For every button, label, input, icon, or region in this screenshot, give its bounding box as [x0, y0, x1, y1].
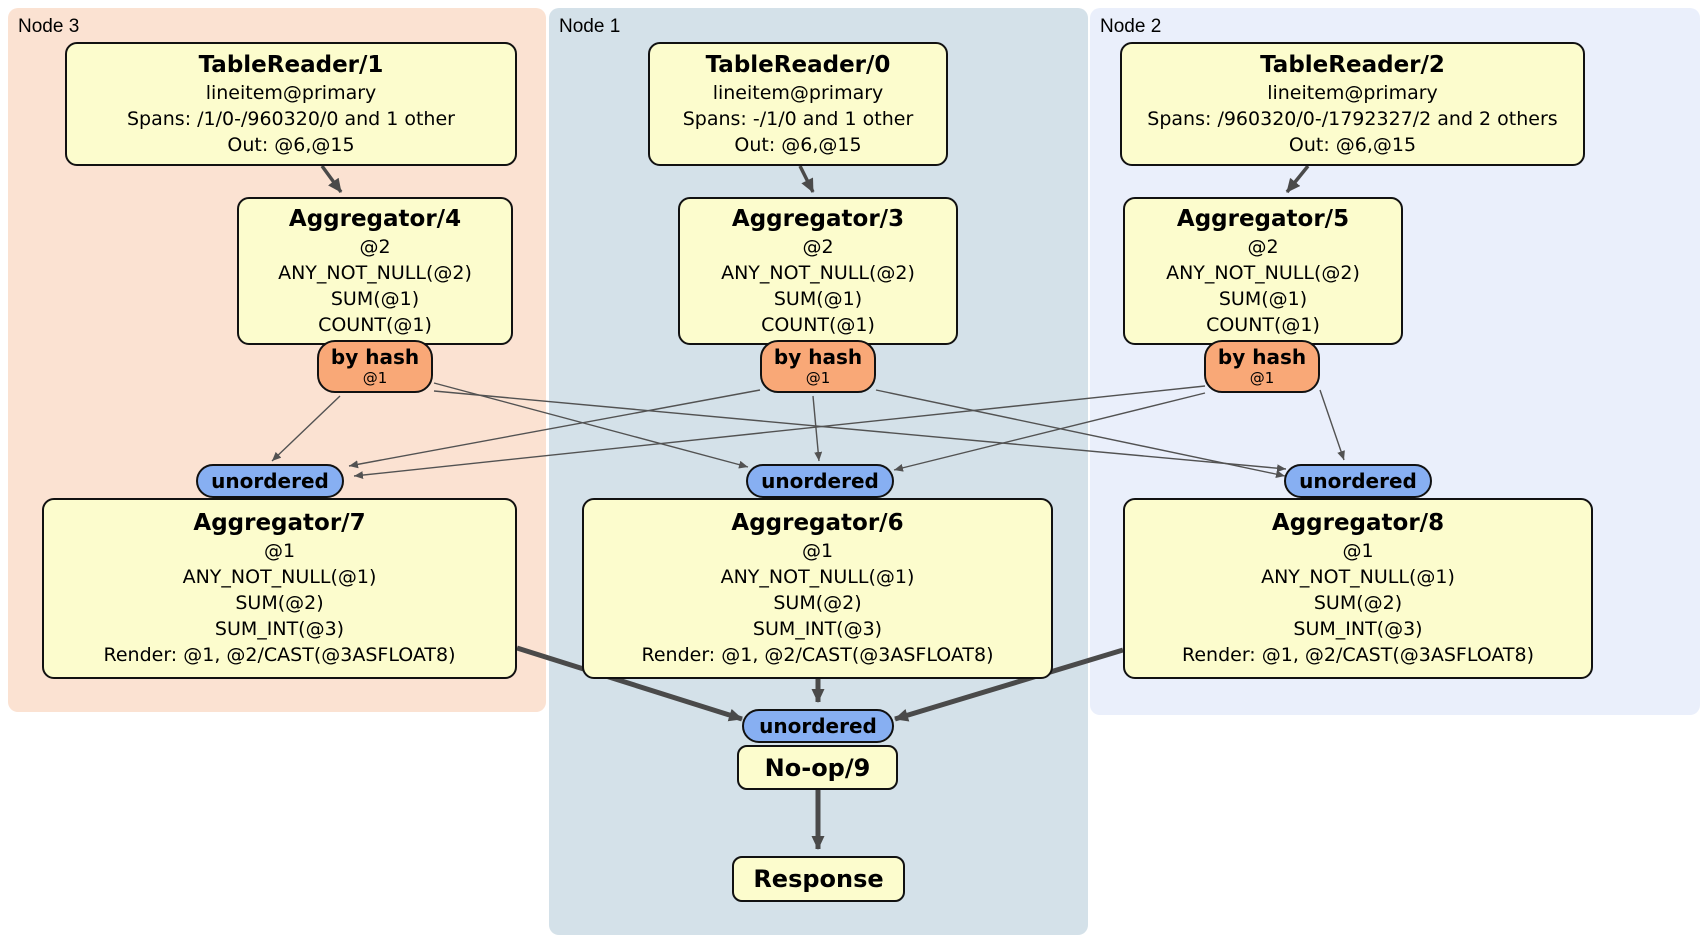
router-key: @1: [805, 369, 831, 387]
processor-title: TableReader/2: [1260, 51, 1445, 78]
processor-tablereader-0: TableReader/0 lineitem@primary Spans: -/…: [648, 42, 948, 166]
processor-title: Response: [753, 865, 884, 893]
processor-line: ANY_NOT_NULL(@2): [1166, 261, 1360, 284]
processor-line: COUNT(@1): [1206, 313, 1320, 336]
processor-render-line: Render: @1, @2/CAST(@3ASFLOAT8): [641, 644, 994, 666]
processor-aggregator-7: Aggregator/7 @1 ANY_NOT_NULL(@1) SUM(@2)…: [42, 498, 517, 679]
processor-line: SUM(@1): [773, 287, 863, 310]
router-label: by hash: [1217, 345, 1307, 369]
region-node3-label: Node 3: [18, 16, 80, 37]
processor-line: COUNT(@1): [761, 313, 875, 336]
processor-table: lineitem@primary: [1267, 81, 1438, 104]
router-key: @1: [362, 369, 388, 387]
processor-title: Aggregator/7: [193, 510, 366, 536]
processor-spans: Spans: /960320/0-/1792327/2 and 2 others: [1147, 107, 1558, 130]
processor-spans: Spans: -/1/0 and 1 other: [682, 107, 914, 130]
processor-title: Aggregator/5: [1176, 205, 1350, 232]
stream-unordered-6: unordered: [746, 464, 894, 498]
processor-line: @2: [1247, 235, 1279, 258]
processor-title: Aggregator/4: [288, 205, 462, 232]
stream-unordered-9: unordered: [742, 709, 894, 743]
processor-title: TableReader/0: [705, 51, 891, 78]
processor-line: SUM(@1): [1218, 287, 1308, 310]
processor-line: SUM_INT(@3): [214, 618, 345, 640]
processor-line: @1: [801, 540, 834, 562]
processor-aggregator-4: Aggregator/4 @2 ANY_NOT_NULL(@2) SUM(@1)…: [237, 197, 513, 345]
router-by-hash-3: by hash @1: [760, 340, 876, 393]
router-by-hash-5: by hash @1: [1204, 340, 1320, 393]
processor-line: ANY_NOT_NULL(@1): [182, 566, 377, 588]
processor-line: SUM(@2): [235, 592, 324, 614]
processor-line: ANY_NOT_NULL(@1): [720, 566, 915, 588]
processor-tablereader-1: TableReader/1 lineitem@primary Spans: /1…: [65, 42, 517, 166]
processor-line: @1: [1342, 540, 1374, 562]
stream-unordered-8: unordered: [1284, 464, 1432, 498]
processor-title: TableReader/1: [198, 51, 384, 78]
processor-line: @1: [263, 540, 296, 562]
processor-title: No-op/9: [764, 753, 871, 782]
processor-aggregator-6: Aggregator/6 @1 ANY_NOT_NULL(@1) SUM(@2)…: [582, 498, 1053, 679]
processor-noop-9: No-op/9: [737, 745, 898, 790]
processor-render-line: Render: @1, @2/CAST(@3ASFLOAT8): [1182, 644, 1534, 666]
processor-title: Aggregator/6: [731, 510, 904, 536]
processor-line: ANY_NOT_NULL(@2): [721, 261, 915, 284]
processor-line: SUM(@1): [330, 287, 420, 310]
stream-label: unordered: [1299, 469, 1417, 493]
processor-out: Out: @6,@15: [1288, 133, 1417, 156]
stream-label: unordered: [211, 469, 329, 493]
processor-table: lineitem@primary: [712, 81, 884, 104]
region-node2-label: Node 2: [1100, 16, 1162, 37]
processor-render-line: Render: @1, @2/CAST(@3ASFLOAT8): [103, 644, 456, 666]
processor-line: ANY_NOT_NULL(@1): [1261, 566, 1455, 588]
processor-response: Response: [732, 856, 905, 902]
processor-line: COUNT(@1): [318, 313, 432, 336]
stream-label: unordered: [761, 469, 879, 493]
processor-table: lineitem@primary: [205, 81, 377, 104]
processor-line: SUM(@2): [773, 592, 862, 614]
region-node1-label: Node 1: [559, 16, 621, 37]
processor-line: SUM(@2): [1313, 592, 1403, 614]
processor-line: SUM_INT(@3): [752, 618, 883, 640]
router-label: by hash: [773, 345, 863, 369]
router-by-hash-4: by hash @1: [317, 340, 433, 393]
processor-line: ANY_NOT_NULL(@2): [278, 261, 472, 284]
stream-unordered-7: unordered: [196, 464, 344, 498]
processor-aggregator-8: Aggregator/8 @1 ANY_NOT_NULL(@1) SUM(@2)…: [1123, 498, 1593, 679]
processor-line: SUM_INT(@3): [1293, 618, 1423, 640]
processor-tablereader-2: TableReader/2 lineitem@primary Spans: /9…: [1120, 42, 1585, 166]
processor-title: Aggregator/3: [731, 205, 905, 232]
processor-out: Out: @6,@15: [734, 133, 862, 156]
processor-aggregator-3: Aggregator/3 @2 ANY_NOT_NULL(@2) SUM(@1)…: [678, 197, 958, 345]
router-key: @1: [1249, 369, 1275, 387]
processor-aggregator-5: Aggregator/5 @2 ANY_NOT_NULL(@2) SUM(@1)…: [1123, 197, 1403, 345]
processor-spans: Spans: /1/0-/960320/0 and 1 other: [127, 107, 455, 130]
processor-title: Aggregator/8: [1271, 510, 1445, 536]
router-label: by hash: [330, 345, 420, 369]
processor-line: @2: [359, 235, 391, 258]
processor-out: Out: @6,@15: [227, 133, 355, 156]
processor-line: @2: [802, 235, 834, 258]
stream-label: unordered: [759, 714, 877, 738]
